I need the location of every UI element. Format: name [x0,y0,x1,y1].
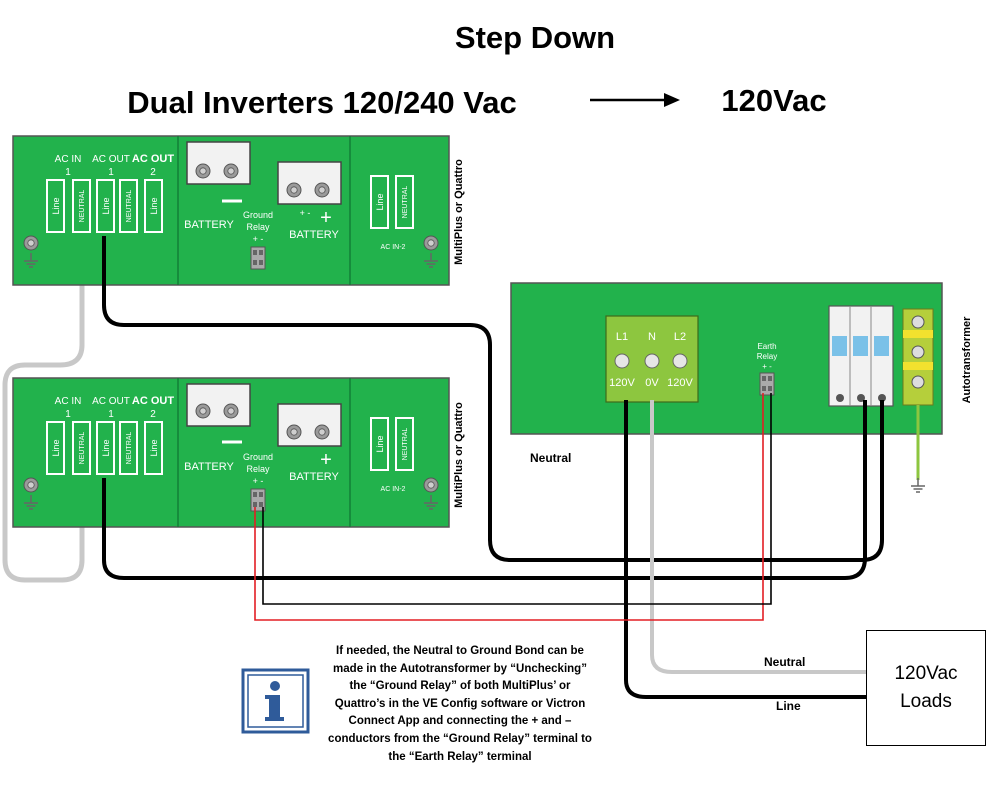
neutral-jumper-wire [2,236,85,583]
loads-voltage: 120Vac [894,663,958,684]
line-wire-output [624,400,866,699]
svg-text:2: 2 [150,167,156,178]
relay-wire-negative [262,393,772,605]
inverter-1: AC IN 1 AC OUT 1 AC OUT 2 Line NEUTRAL L… [12,135,450,286]
arrow-right-icon [590,93,680,107]
terminal-n: N [648,331,656,343]
svg-text:1: 1 [65,409,71,420]
svg-text:NEUTRAL: NEUTRAL [402,428,409,461]
terminal-line: Line [51,197,61,214]
terminal-l1: L1 [616,331,628,343]
neutral-wire-output [650,400,866,674]
wire-neutral-label: Neutral [764,655,805,669]
svg-text:NEUTRAL: NEUTRAL [79,432,86,465]
terminal-line: Line [149,197,159,214]
svg-text:AC OUT: AC OUT [92,396,130,407]
autotransformer-side-label: Autotransformer [961,316,973,404]
output-voltage-label: 120Vac [721,83,826,118]
earth-relay-label: Earth [757,342,776,351]
svg-text:Relay: Relay [246,222,270,232]
svg-text:Line: Line [101,439,111,456]
line-wire-inverter-1 [102,236,884,562]
svg-text:AC OUT: AC OUT [132,395,174,407]
svg-text:+ -: + - [762,362,772,371]
svg-text:Line: Line [375,435,385,452]
info-icon [241,668,310,734]
terminal-neutral: NEUTRAL [79,190,86,223]
svg-text:NEUTRAL: NEUTRAL [402,186,409,219]
svg-text:Line: Line [51,439,61,456]
relay-wire-positive [254,393,764,621]
svg-text:Line: Line [375,193,385,210]
svg-text:Ground: Ground [243,452,273,462]
terminal-line: Line [101,197,111,214]
svg-text:1: 1 [108,409,114,420]
svg-text:120V: 120V [667,377,693,389]
ac-out-2-label: AC OUT [132,153,174,165]
page-title: Step Down [455,20,615,55]
svg-text:+ -: + - [253,476,264,486]
svg-text:1: 1 [108,167,114,178]
loads-box: 120Vac Loads [866,630,986,746]
autotransformer: L1 N L2 120V 0V 120V Earth Relay + - [510,282,943,435]
svg-text:0V: 0V [645,377,659,389]
svg-text:NEUTRAL: NEUTRAL [126,432,133,465]
svg-text:+ -: + - [253,234,264,244]
ground-bolt [23,235,39,251]
svg-text:Relay: Relay [757,352,777,361]
svg-text:BATTERY: BATTERY [184,461,234,473]
svg-text:2: 2 [150,409,156,420]
info-note: If needed, the Neutral to Ground Bond ca… [328,645,592,763]
ac-in-label: AC IN [55,154,82,165]
inverter-1-side-label: MultiPlus or Quattro [453,159,465,265]
ground-relay-label: Ground [243,210,273,220]
svg-text:Relay: Relay [246,464,270,474]
battery-negative-label: BATTERY [184,219,234,231]
svg-text:AC IN: AC IN [55,396,82,407]
terminal-neutral: NEUTRAL [126,190,133,223]
svg-text:Line: Line [149,439,159,456]
neutral-label: Neutral [530,451,571,465]
inverter-2: AC IN 1 AC OUT 1 AC OUT 2 Line NEUTRAL L… [12,377,450,528]
svg-text:AC IN-2: AC IN-2 [381,486,406,493]
inverter-2-side-label: MultiPlus or Quattro [453,402,465,508]
svg-text:1: 1 [65,167,71,178]
svg-text:+: + [320,207,332,229]
line-wire-inverter-2 [102,400,867,580]
ac-out-1-label: AC OUT [92,154,130,165]
ground-icon [910,477,926,493]
terminal-l2: L2 [674,331,686,343]
ac-in-2-label: AC IN-2 [381,244,406,251]
wire-line-label: Line [776,699,801,713]
battery-positive-label: BATTERY [289,229,339,241]
svg-text:120V: 120V [609,377,635,389]
loads-label: Loads [900,691,952,712]
dual-inverters-label: Dual Inverters 120/240 Vac [127,85,516,120]
svg-text:BATTERY: BATTERY [289,471,339,483]
svg-text:+: + [320,449,332,471]
svg-text:+ -: + - [300,208,311,218]
